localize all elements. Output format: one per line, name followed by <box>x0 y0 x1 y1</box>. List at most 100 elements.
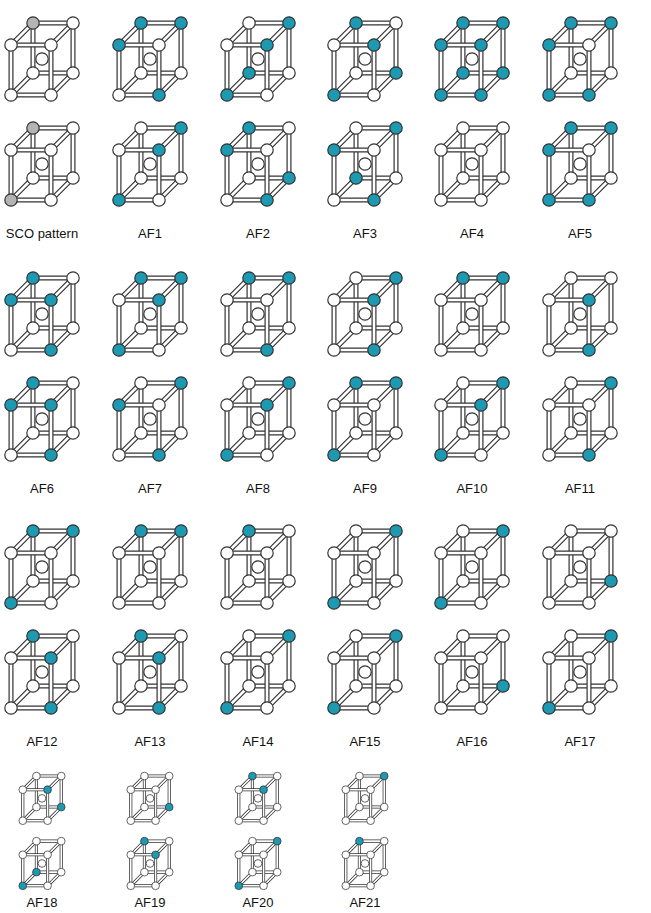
cube-rod-fill <box>32 278 35 328</box>
cube-figure <box>5 525 79 609</box>
metal-site <box>497 322 509 334</box>
cube-rod <box>569 128 574 178</box>
panel-label: AF9 <box>353 481 377 496</box>
cube-rod-fill <box>276 776 278 807</box>
metal-site <box>273 772 281 780</box>
cube-rod-fill <box>180 531 183 581</box>
metal-site <box>261 449 273 461</box>
cube-rod <box>265 553 270 603</box>
cube-figure <box>113 525 187 609</box>
metal-site <box>153 449 165 461</box>
cube-rod-fill <box>118 405 121 455</box>
metal-site <box>283 322 295 334</box>
cube-rod-fill <box>248 383 251 433</box>
metal-site <box>543 344 555 356</box>
metal-site <box>45 597 57 609</box>
metal-site <box>27 525 39 537</box>
cube-rod-fill <box>50 150 53 200</box>
metal-site <box>243 17 255 29</box>
metal-site <box>36 158 48 170</box>
cube-rod-fill <box>395 636 398 686</box>
cube-rod-fill <box>158 150 161 200</box>
metal-site <box>175 67 187 79</box>
metal-site <box>359 53 371 65</box>
metal-site <box>153 702 165 714</box>
metal-site <box>328 702 340 714</box>
cube-rod-fill <box>50 553 53 603</box>
cube-rod <box>247 531 252 581</box>
metal-site <box>27 172 39 184</box>
metal-site <box>153 344 165 356</box>
metal-site <box>328 344 340 356</box>
cube-rod-fill <box>588 150 591 200</box>
cube-rod-fill <box>333 405 336 455</box>
cube-rod <box>354 636 359 686</box>
metal-site <box>175 427 187 439</box>
metal-site <box>153 547 165 559</box>
panel-label: AF4 <box>460 226 484 241</box>
metal-site <box>543 294 555 306</box>
cube-rod-fill <box>355 636 358 686</box>
metal-site <box>543 89 555 101</box>
metal-site <box>27 322 39 334</box>
cube-rod-fill <box>47 790 49 821</box>
metal-site <box>261 294 273 306</box>
cube-rod-fill <box>333 300 336 350</box>
metal-site <box>350 525 362 537</box>
cube-rod-fill <box>248 128 251 178</box>
cube-rod-fill <box>480 300 483 350</box>
cube-rod <box>21 790 24 821</box>
metal-site <box>390 272 402 284</box>
metal-site <box>44 851 52 859</box>
cube-rod <box>354 383 359 433</box>
metal-site <box>249 868 257 876</box>
cube-rod <box>139 128 144 178</box>
metal-site <box>475 652 487 664</box>
cube-rod-fill <box>10 405 13 455</box>
cube-rod <box>247 383 252 433</box>
metal-site <box>153 89 165 101</box>
metal-site <box>165 868 173 876</box>
metal-site <box>135 680 147 692</box>
metal-site <box>5 597 17 609</box>
metal-site <box>328 547 340 559</box>
metal-site <box>19 817 27 825</box>
cube-rod <box>225 405 230 455</box>
metal-site <box>135 377 147 389</box>
metal-site <box>328 144 340 156</box>
cube-figure <box>221 525 295 609</box>
cube-rod-fill <box>180 383 183 433</box>
metal-site <box>67 67 79 79</box>
cube-rod <box>547 658 552 708</box>
metal-site <box>342 786 350 794</box>
metal-site <box>380 803 388 811</box>
metal-site <box>466 158 478 170</box>
metal-site <box>435 194 447 206</box>
cube-rod-fill <box>462 278 465 328</box>
metal-site <box>135 172 147 184</box>
cube-figure <box>543 630 617 714</box>
cube-rod <box>439 300 444 350</box>
cube-rod <box>587 150 592 200</box>
metal-site <box>350 322 362 334</box>
metal-site <box>283 630 295 642</box>
metal-site <box>113 144 125 156</box>
cube-rod <box>276 776 279 807</box>
cube-rod-fill <box>395 128 398 178</box>
metal-site <box>175 272 187 284</box>
metal-site <box>135 575 147 587</box>
metal-site <box>113 597 125 609</box>
metal-site <box>543 449 555 461</box>
cube-rod-fill <box>462 636 465 686</box>
metal-site <box>283 122 295 134</box>
metal-site <box>261 702 273 714</box>
cube-figure <box>328 525 402 609</box>
metal-site <box>350 377 362 389</box>
metal-site <box>221 449 233 461</box>
cube-rod-fill <box>158 45 161 95</box>
cube-rod <box>35 841 38 872</box>
cube-rod <box>354 531 359 581</box>
metal-site <box>356 803 364 811</box>
metal-site <box>261 547 273 559</box>
cube-rod-fill <box>333 45 336 95</box>
